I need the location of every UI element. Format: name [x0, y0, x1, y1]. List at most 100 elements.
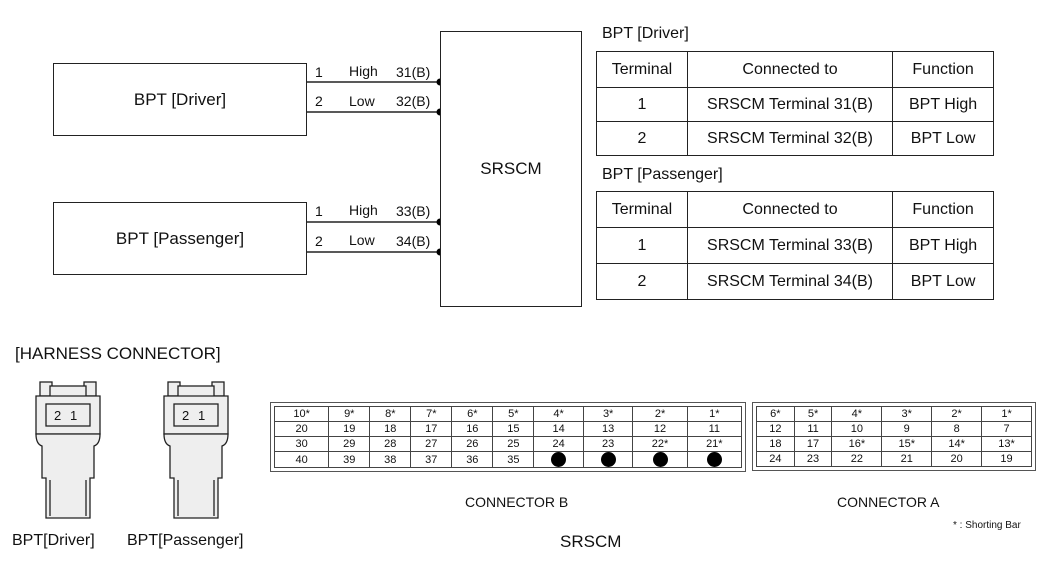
- cell-terminal: 2: [596, 121, 688, 156]
- filled-pin-cell: [632, 451, 688, 468]
- pin-cell: 18: [369, 421, 412, 437]
- srscm-label: SRSCM: [480, 159, 542, 178]
- cell-terminal: 2: [596, 263, 688, 300]
- bpt-passenger-label: BPT [Passenger]: [115, 228, 245, 248]
- filled-pin-cell: [533, 451, 584, 468]
- cell-function: BPT Low: [892, 121, 994, 156]
- passenger-signal-high: High: [349, 202, 378, 218]
- pin-cell: 6*: [756, 406, 795, 422]
- driver-pin-2: 2: [315, 93, 323, 109]
- pin-cell: 23: [582, 436, 634, 452]
- pin-cell: 16: [451, 421, 494, 437]
- pin-cell: 13: [582, 421, 634, 437]
- driver-terminal-table: Terminal Connected to Function 1 SRSCM T…: [596, 51, 994, 156]
- connector-b-label: CONNECTOR B: [465, 494, 569, 510]
- pin-cell: 24: [756, 451, 795, 467]
- pin-cell: 30: [273, 436, 330, 452]
- pin-cell: 20: [273, 421, 330, 437]
- pin-cell: 3*: [582, 406, 634, 422]
- passenger-terminal-34: 34(B): [396, 233, 431, 249]
- pin-cell: 7*: [410, 406, 453, 422]
- srscm-box: SRSCM: [440, 31, 582, 307]
- pin-cell: 6*: [451, 406, 494, 422]
- pin-cell: 5*: [492, 406, 535, 422]
- bpt-driver-caption: BPT[Driver]: [12, 532, 95, 549]
- pin-cell: 3*: [881, 406, 933, 422]
- driver-pin-1: 1: [315, 64, 323, 80]
- filled-pin-cell: [686, 451, 743, 468]
- cell-function: BPT High: [892, 87, 994, 122]
- harness-connector-title: [HARNESS CONNECTOR]: [15, 344, 221, 363]
- header-connected-to: Connected to: [686, 191, 894, 228]
- pin-cell: 1*: [981, 406, 1032, 422]
- plug-pin-1: 1: [198, 408, 205, 423]
- pin-cell: 15: [492, 421, 535, 437]
- pin-cell: 17: [793, 436, 833, 452]
- filled-pin-icon: [652, 452, 668, 467]
- pin-cell: 9*: [328, 406, 371, 422]
- filled-pin-icon: [600, 452, 616, 467]
- pin-cell: 2*: [931, 406, 983, 422]
- pin-cell: 22: [831, 451, 883, 467]
- driver-table-title: BPT [Driver]: [602, 25, 689, 42]
- pin-cell: 4*: [533, 406, 584, 422]
- header-function: Function: [892, 191, 994, 228]
- filled-pin-icon: [706, 452, 722, 467]
- pin-cell: 36: [451, 451, 494, 468]
- pin-cell: 8: [931, 421, 983, 437]
- pin-cell: 14*: [931, 436, 983, 452]
- driver-signal-high: High: [349, 63, 378, 79]
- bpt-passenger-box: BPT [Passenger]: [53, 202, 307, 275]
- pin-cell: 1*: [686, 406, 743, 422]
- bpt-driver-label: BPT [Driver]: [133, 89, 227, 109]
- plug-pin-1: 1: [70, 408, 77, 423]
- pin-cell: 39: [328, 451, 371, 468]
- passenger-terminal-table: Terminal Connected to Function 1 SRSCM T…: [596, 191, 994, 300]
- pin-row: 10*9*8*7*6*5*4*3*2*1*: [273, 406, 743, 422]
- pin-cell: 14: [533, 421, 584, 437]
- pin-cell: 22*: [632, 436, 688, 452]
- cell-terminal: 1: [596, 227, 688, 264]
- connector-a-label: CONNECTOR A: [837, 494, 940, 510]
- bpt-driver-box: BPT [Driver]: [53, 63, 307, 136]
- pin-cell: 24: [533, 436, 584, 452]
- pin-cell: 26: [451, 436, 494, 452]
- cell-connected-to: SRSCM Terminal 33(B): [686, 227, 894, 264]
- table-header-row: Terminal Connected to Function: [596, 191, 994, 228]
- pin-cell: 7: [981, 421, 1032, 437]
- pin-cell: 17: [410, 421, 453, 437]
- bpt-driver-plug-icon: 2 1: [35, 381, 101, 519]
- pin-row: 6*5*4*3*2*1*: [756, 406, 1032, 422]
- pin-cell: 37: [410, 451, 453, 468]
- plug-pin-2: 2: [182, 408, 189, 423]
- passenger-terminal-33: 33(B): [396, 203, 431, 219]
- header-terminal: Terminal: [596, 51, 688, 88]
- pin-cell: 35: [492, 451, 535, 468]
- table-row: 2 SRSCM Terminal 34(B) BPT Low: [596, 263, 994, 300]
- pin-cell: 4*: [831, 406, 883, 422]
- bpt-passenger-plug-icon: 2 1: [163, 381, 229, 519]
- pin-cell: 40: [273, 451, 330, 468]
- cell-function: BPT High: [892, 227, 994, 264]
- pin-cell: 2*: [632, 406, 688, 422]
- pin-cell: 16*: [831, 436, 883, 452]
- pin-cell: 20: [931, 451, 983, 467]
- pin-cell: 38: [369, 451, 412, 468]
- driver-terminal-32: 32(B): [396, 93, 431, 109]
- passenger-pin-1: 1: [315, 203, 323, 219]
- passenger-pin-2: 2: [315, 233, 323, 249]
- pin-cell: 12: [632, 421, 688, 437]
- pin-cell: 21: [881, 451, 933, 467]
- pin-cell: 10: [831, 421, 883, 437]
- header-terminal: Terminal: [596, 191, 688, 228]
- pin-cell: 28: [369, 436, 412, 452]
- cell-terminal: 1: [596, 87, 688, 122]
